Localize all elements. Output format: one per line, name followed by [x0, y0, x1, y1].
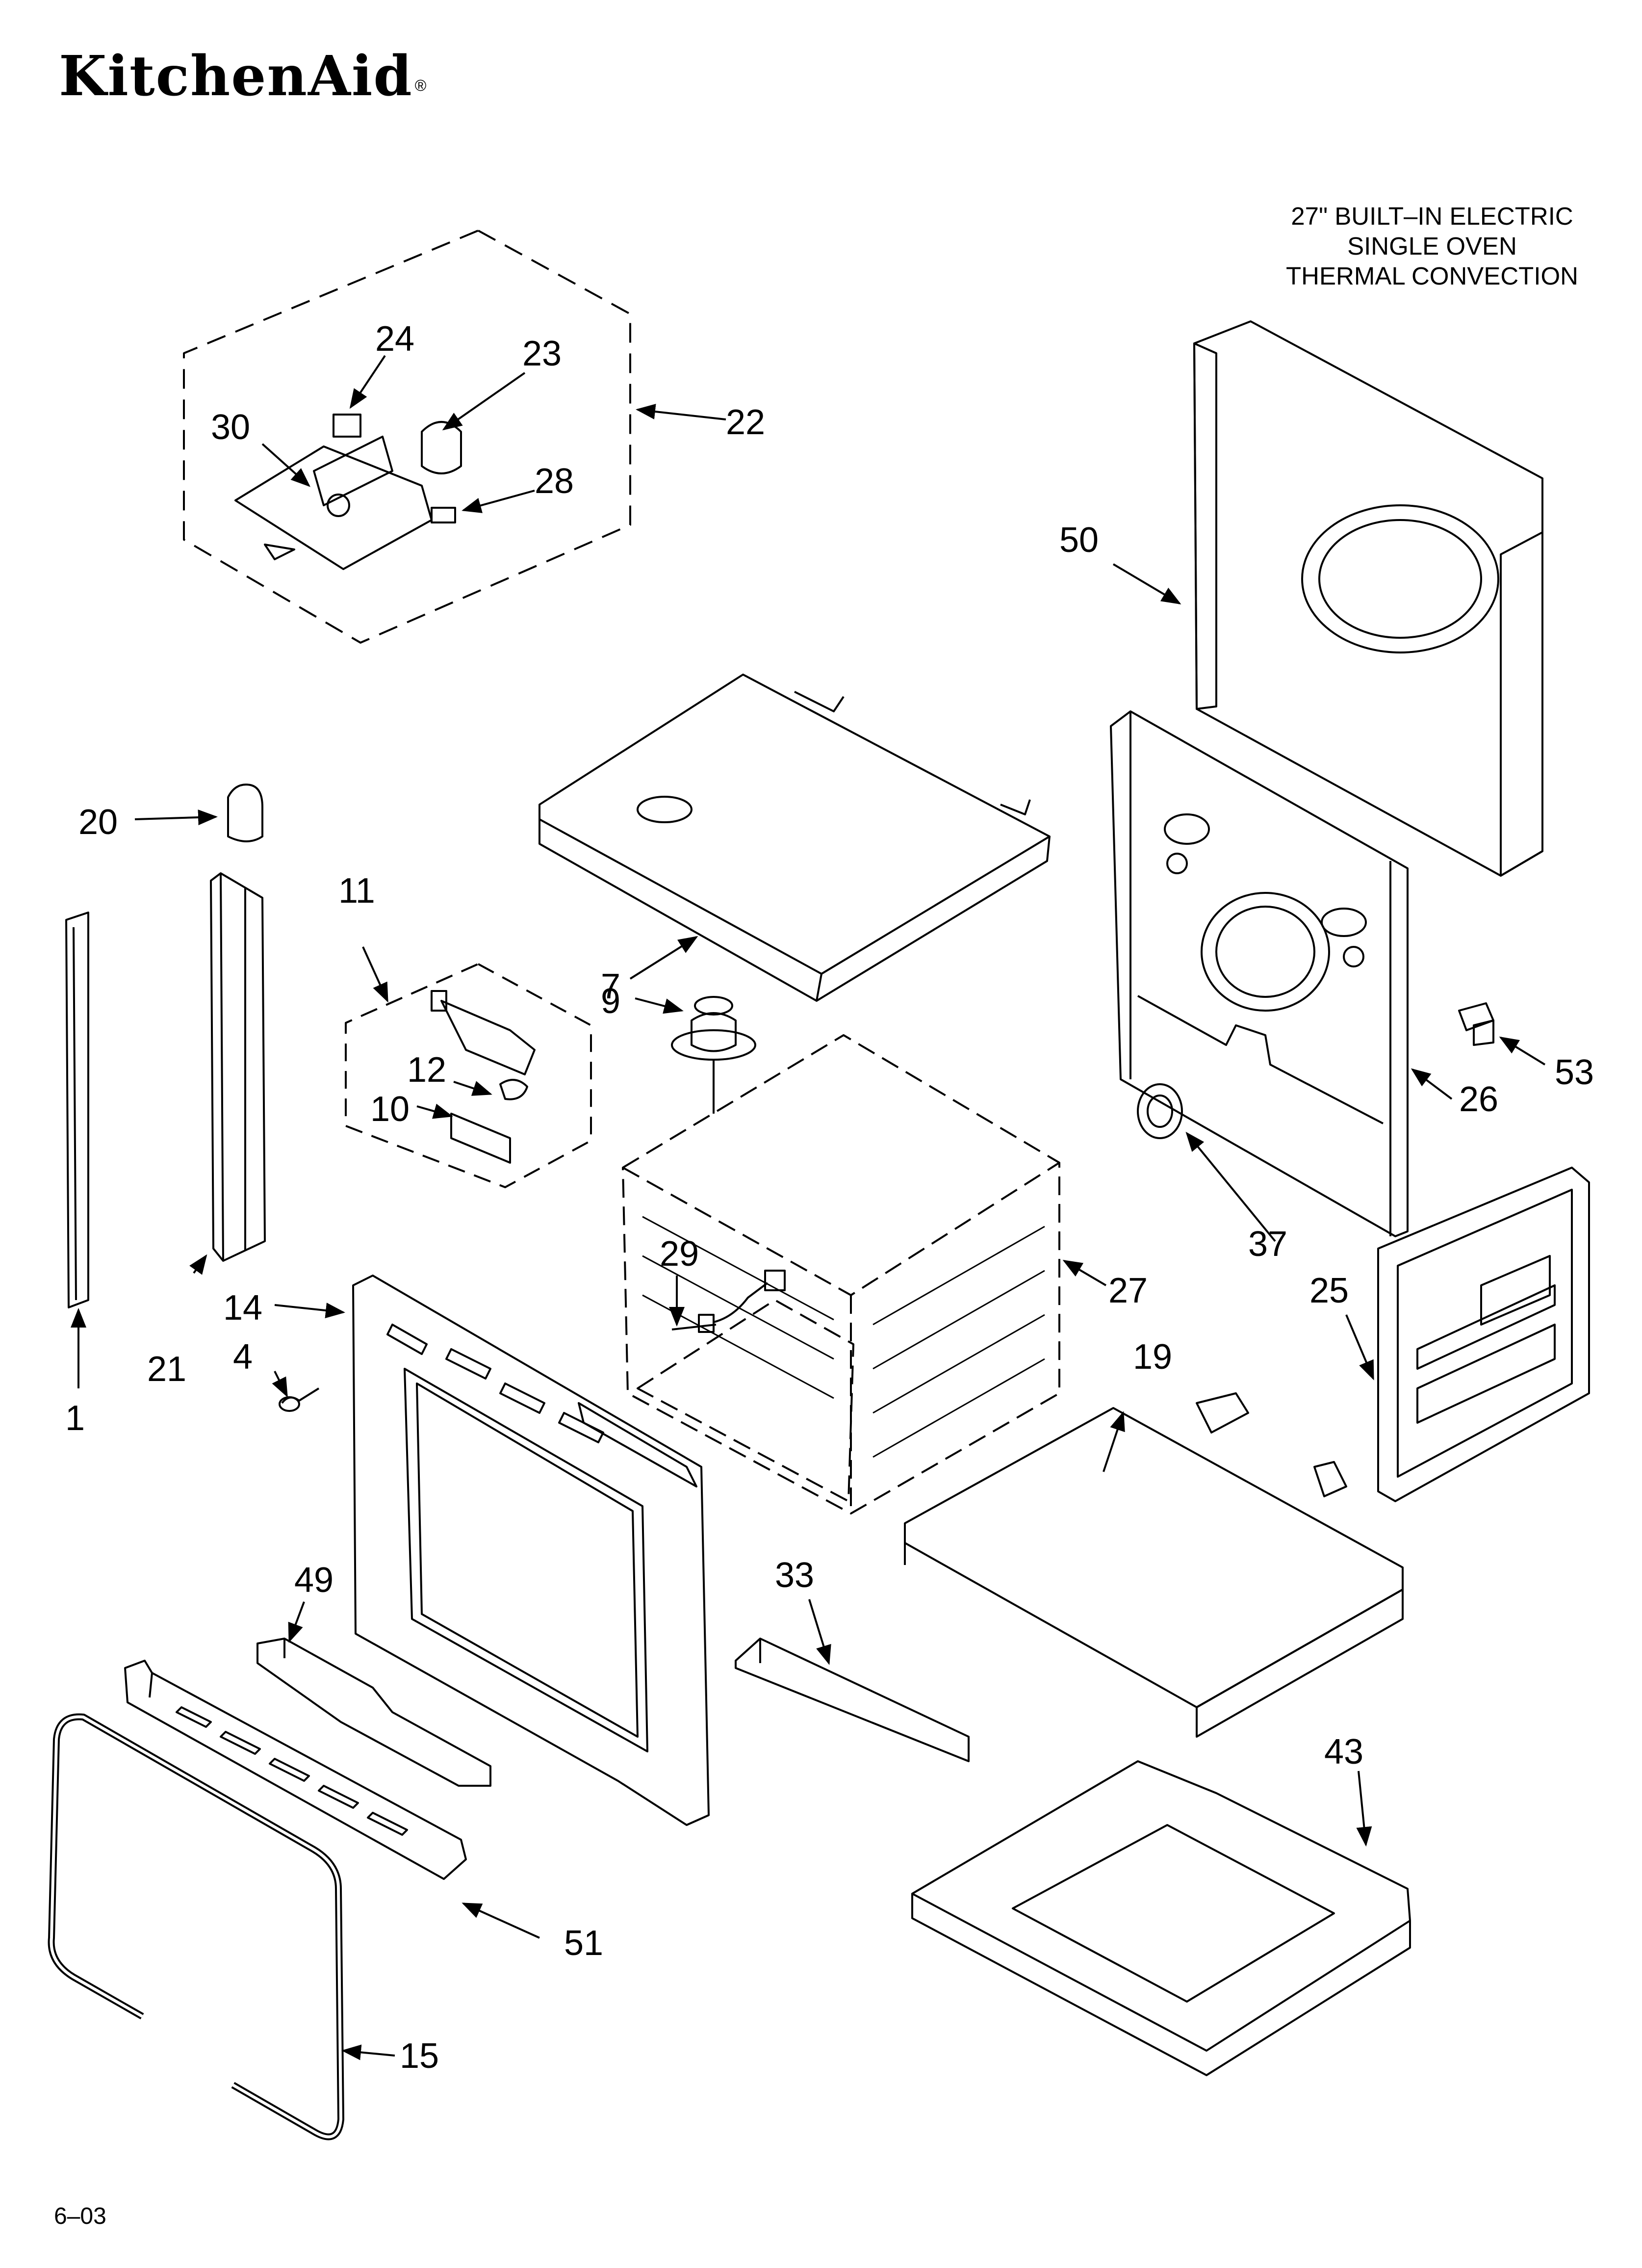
leader-33 — [808, 1599, 831, 1665]
callout-14: 14 — [223, 1288, 262, 1328]
callout-27: 27 — [1108, 1271, 1148, 1310]
part-21-side-rail — [210, 872, 266, 1262]
leader-7 — [629, 936, 698, 980]
leader-20 — [134, 809, 218, 826]
callout-labels: 1 4 7 9 10 11 12 14 15 19 20 21 22 23 24… — [65, 319, 1594, 2076]
callout-43: 43 — [1324, 1732, 1363, 1772]
part-26-rear-wall — [1110, 710, 1409, 1237]
leader-26 — [1411, 1068, 1453, 1100]
callout-23: 23 — [522, 334, 562, 373]
callout-28: 28 — [535, 462, 574, 501]
part-29-sensor — [671, 1270, 786, 1333]
leader-24 — [349, 355, 386, 409]
part-25-side-panel — [1377, 1167, 1590, 1502]
leader-lines — [71, 355, 1546, 2060]
callout-7: 7 — [601, 967, 620, 1006]
callout-20: 20 — [78, 803, 118, 842]
callout-4: 4 — [233, 1337, 253, 1377]
part-27-rack-guides — [642, 1216, 1045, 1458]
brand-logo: KitchenAid® — [59, 49, 428, 104]
part-37-thermal-cutoff — [1137, 1083, 1183, 1139]
callout-1: 1 — [65, 1399, 85, 1438]
callout-11: 11 — [338, 871, 375, 911]
part-27-oven-cavity — [622, 1034, 1060, 1514]
leader-4 — [272, 1371, 288, 1398]
title-line-3: THERMAL CONVECTION — [1286, 262, 1578, 290]
part-49-lower-trim — [257, 1638, 491, 1787]
leader-49 — [288, 1601, 305, 1643]
leader-12 — [453, 1081, 492, 1096]
title-line-2: SINGLE OVEN — [1347, 232, 1517, 260]
callout-19: 19 — [1133, 1337, 1172, 1377]
leader-30 — [261, 443, 310, 487]
part-20-end-cap — [227, 783, 263, 842]
leader-14 — [274, 1303, 345, 1319]
callout-24: 24 — [375, 319, 414, 359]
callout-53: 53 — [1555, 1053, 1594, 1092]
leader-19 — [1103, 1411, 1125, 1472]
part-53-clip — [1458, 1002, 1494, 1046]
callout-30: 30 — [211, 408, 250, 447]
part-1-side-trim — [65, 912, 89, 1308]
part-19-bottom-panel — [904, 1392, 1404, 1738]
part-14-front-frame — [352, 1275, 710, 1826]
callout-25: 25 — [1309, 1271, 1349, 1310]
title-line-1: 27" BUILT–IN ELECTRIC — [1291, 202, 1573, 230]
callout-12: 12 — [407, 1050, 446, 1090]
part-11-light-assembly — [345, 963, 592, 1188]
leader-22 — [636, 404, 726, 420]
part-15-gasket — [48, 1713, 344, 2140]
part-4-screw — [279, 1387, 320, 1412]
registered-mark: ® — [414, 77, 428, 94]
diagram-title: 27" BUILT–IN ELECTRIC SINGLE OVEN THERMA… — [1286, 201, 1578, 291]
callout-50: 50 — [1059, 521, 1099, 560]
leader-50 — [1112, 563, 1181, 605]
leader-25 — [1345, 1314, 1374, 1381]
part-50-back-panel — [1193, 320, 1543, 877]
leader-28 — [462, 490, 535, 513]
callout-37: 37 — [1248, 1225, 1287, 1264]
brand-name: KitchenAid — [59, 44, 413, 108]
leader-51 — [462, 1903, 540, 1939]
callout-15: 15 — [400, 2036, 439, 2076]
callout-49: 49 — [294, 1561, 334, 1600]
part-43-bottom-tray — [911, 1760, 1411, 2076]
part-9-blower — [671, 996, 756, 1114]
callout-10: 10 — [370, 1090, 410, 1129]
callout-9: 9 — [601, 982, 620, 1021]
leader-9 — [635, 997, 684, 1014]
leader-11 — [362, 946, 388, 1003]
footer-code: 6–03 — [54, 2203, 106, 2229]
callout-33: 33 — [775, 1556, 814, 1595]
callout-29: 29 — [660, 1234, 699, 1274]
callout-26: 26 — [1459, 1080, 1498, 1119]
leader-43 — [1356, 1771, 1372, 1847]
leader-23 — [442, 372, 526, 431]
part-51-vent-trim — [124, 1660, 467, 1880]
part-22-control-assembly — [183, 230, 631, 644]
callout-22: 22 — [726, 403, 765, 442]
callout-21: 21 — [147, 1350, 186, 1389]
leader-37 — [1185, 1131, 1276, 1242]
leader-21 — [189, 1254, 207, 1275]
part-33-support-bar — [735, 1638, 970, 1762]
leader-53 — [1499, 1036, 1546, 1066]
leader-27 — [1062, 1259, 1107, 1286]
leader-10 — [416, 1103, 453, 1119]
leader-15 — [341, 2044, 395, 2060]
callout-51: 51 — [564, 1924, 603, 1963]
part-7-top-panel — [539, 674, 1051, 1002]
